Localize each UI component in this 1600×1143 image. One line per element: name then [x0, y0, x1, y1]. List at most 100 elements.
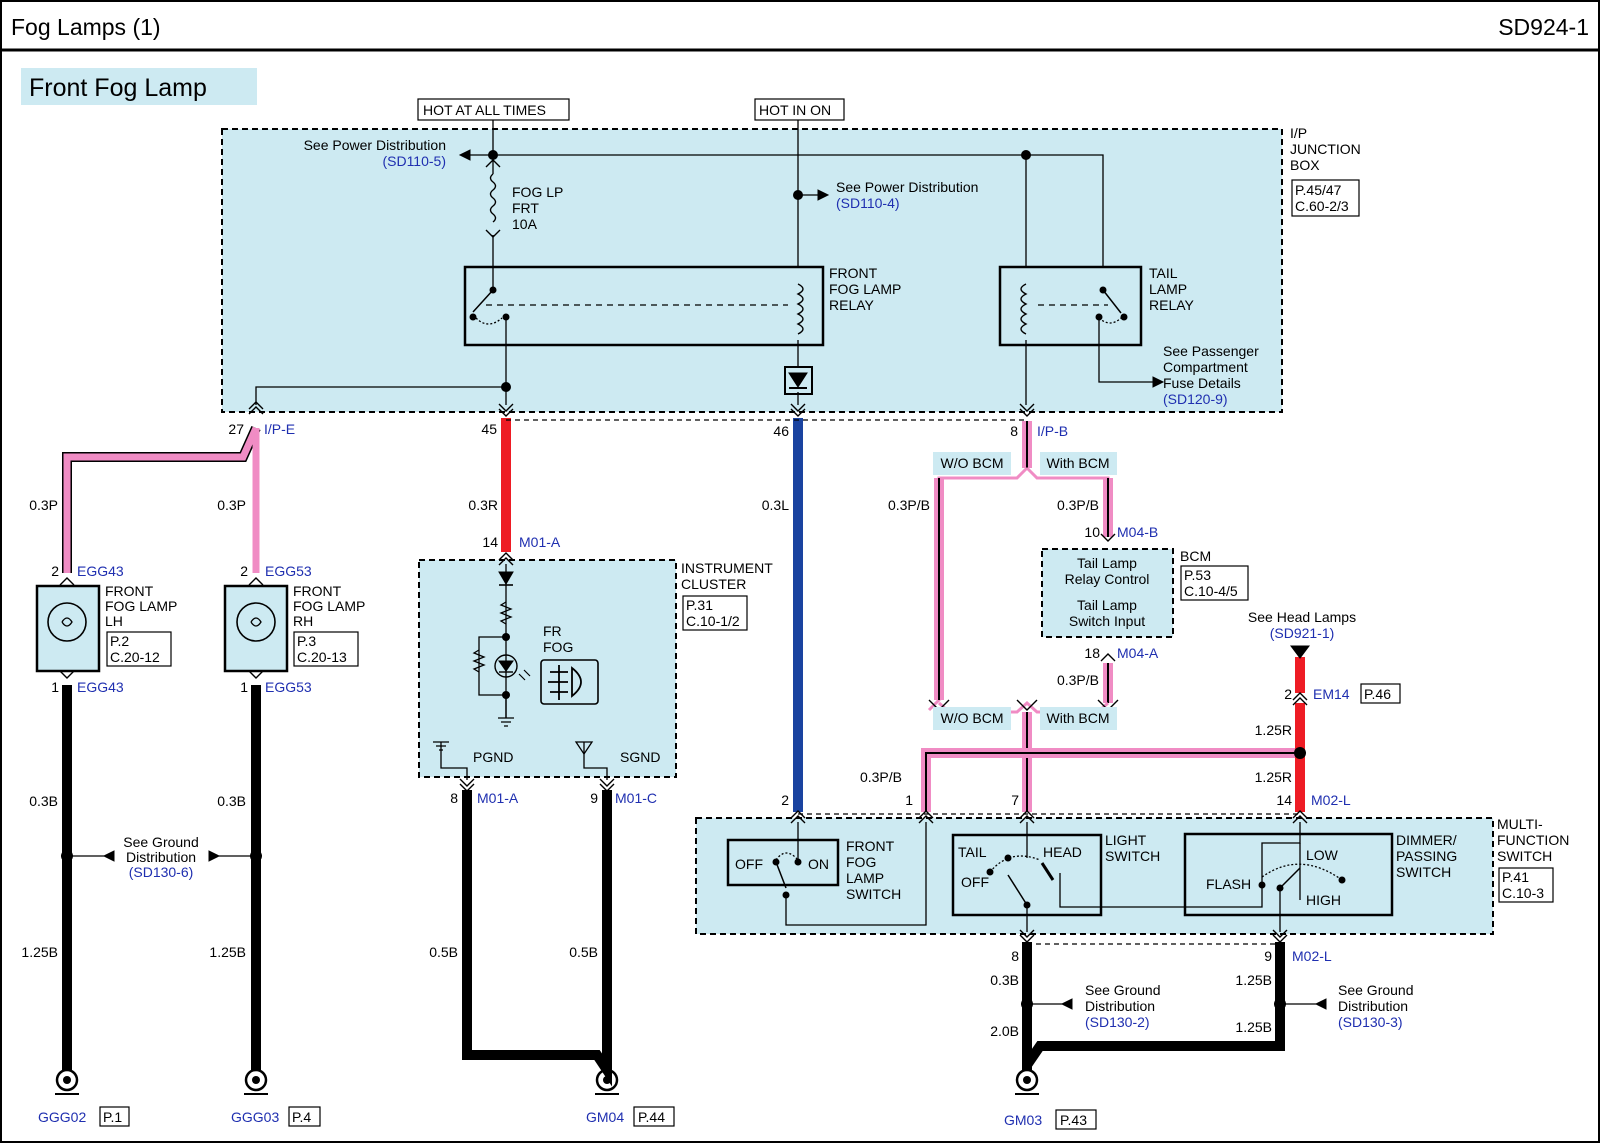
dot-gd2: [1274, 998, 1286, 1010]
dimmer-link: [1059, 873, 1263, 908]
wire-0.3P-fill: [63, 426, 260, 573]
mfs-ref-box: [1498, 867, 1554, 903]
pink-wires: [62, 421, 1300, 812]
light-switch-head-line: [1040, 862, 1055, 881]
mfs-label: FUNCTION: [1497, 832, 1569, 848]
dot-gd-lh: [61, 850, 73, 862]
pin-chevron: [1100, 533, 1116, 542]
jbox-label: JUNCTION: [1290, 141, 1361, 157]
light-off: OFF: [961, 874, 989, 890]
junction-dots: [61, 150, 1346, 1010]
fog-sw-off: OFF: [735, 856, 763, 872]
pd-left-arrow: [458, 149, 471, 161]
wire-pink-bus: [921, 748, 1300, 812]
pin-chevron: [498, 403, 514, 417]
bcm-pin-10: 10: [1084, 524, 1100, 540]
cluster-diode-icon: [498, 571, 514, 585]
pass-text: See Passenger: [1163, 343, 1259, 359]
bcm-internal: Switch Input: [1069, 613, 1145, 629]
relay-label: FOG LAMP: [829, 281, 901, 297]
dot-light-c: [1004, 854, 1012, 862]
cluster-resistor-icon: [499, 601, 513, 625]
pin-chevron: [498, 552, 514, 566]
dot-dim-a: [1258, 881, 1266, 889]
dot-hot-on: [793, 190, 803, 200]
cluster-led-tri: [498, 660, 514, 672]
gm03-ref-box: [1055, 1109, 1097, 1130]
bcm-label: BCM: [1180, 548, 1211, 564]
dimmer-label: SWITCH: [1396, 864, 1451, 880]
cluster-ground-icon: [498, 717, 514, 727]
dot-light-a: [986, 868, 994, 876]
wire-label: 0.5B: [429, 944, 458, 960]
dimmer-flash: FLASH: [1206, 876, 1251, 892]
ground-ref: P.4: [292, 1109, 311, 1125]
ground-gm03-icon: [1015, 1068, 1039, 1095]
cluster-pin-14: 14: [482, 534, 498, 550]
wire-label: 0.3B: [29, 793, 58, 809]
ground-ref: P.43: [1060, 1112, 1087, 1128]
pin-chevron: [790, 403, 806, 417]
light-sw-label: SWITCH: [1105, 848, 1160, 864]
tlr-switch-arc: [1098, 317, 1122, 324]
wire-label: 0.3R: [468, 497, 498, 513]
dimmer-arm: [1279, 867, 1301, 889]
pgnd-icon: [433, 741, 449, 751]
fog-sw-out: [785, 822, 927, 926]
dot-relay-out: [501, 382, 511, 392]
wo-bcm-tag-bot: [933, 707, 1011, 730]
ffr-coil: [796, 283, 804, 335]
rh-label: FOG LAMP: [293, 598, 365, 614]
pin-chevron: [1100, 653, 1116, 662]
cluster-ref: P.31: [686, 597, 713, 613]
light-switch: [951, 833, 1103, 917]
bcm-pin-18: 18: [1084, 645, 1100, 661]
fog-sw-on: ON: [808, 856, 829, 872]
bcm-conn-10: M04-B: [1117, 524, 1158, 540]
with-bcm-tag-top: [1040, 452, 1117, 475]
lh-conn-bot: EGG43: [77, 679, 124, 695]
dimmer-label: PASSING: [1396, 848, 1457, 864]
pgnd-wire: [440, 742, 468, 780]
pass-text: Fuse Details: [1163, 375, 1241, 391]
rh-ref: C.20-13: [297, 649, 347, 665]
wire-label: 0.3B: [217, 793, 246, 809]
cluster-ref: C.10-1/2: [686, 613, 740, 629]
rh-pin-bot: 1: [240, 679, 248, 695]
head-lamps-ref: (SD921-1): [1270, 625, 1335, 641]
gd-ref: (SD130-6): [129, 864, 194, 880]
dot-cluster-1: [502, 633, 510, 641]
wire-label: 1.25B: [1235, 1019, 1272, 1035]
dimmer-passing-switch: [1183, 832, 1394, 917]
ground-ref: P.1: [103, 1109, 122, 1125]
fuse-label: 10A: [512, 216, 538, 232]
pin-8-ipb: 8: [1010, 423, 1018, 439]
relay-label: FRONT: [829, 265, 878, 281]
wire-1.25B-mfs: [1022, 942, 1285, 1068]
head-lamps-arrow: [1290, 645, 1310, 659]
dot-tail-c: [1120, 313, 1128, 321]
jbox-label: BOX: [1290, 157, 1320, 173]
wire-label: 0.3P/B: [1057, 672, 1099, 688]
label-boxes: [99, 98, 1554, 1130]
wire-label: 2.0B: [990, 1023, 1019, 1039]
gd2-ref: (SD130-3): [1338, 1014, 1403, 1030]
wire-label: 1.25B: [209, 944, 246, 960]
pin-chevron: [248, 401, 264, 415]
conn-ipe: I/P-E: [264, 421, 295, 437]
gd-text: See Ground: [123, 834, 199, 850]
gd1-text: Distribution: [1085, 998, 1155, 1014]
wire-label: 0.3P/B: [888, 497, 930, 513]
mfs-label: MULTI-: [1497, 816, 1543, 832]
dot-fog-sw-c: [782, 891, 790, 899]
rh-ref-box: [293, 631, 359, 667]
mfs-conn-9: M02-L: [1292, 948, 1332, 964]
dot-fuse-top: [488, 150, 498, 160]
instrument-cluster-box: [418, 559, 677, 778]
lh-conn-top: EGG43: [77, 563, 124, 579]
cluster-pin-8: 8: [450, 790, 458, 806]
grounds: [55, 1068, 1039, 1095]
ground-gm04-icon: [595, 1068, 619, 1095]
tlr-coil: [1020, 283, 1028, 335]
bcm-internal: Tail Lamp: [1077, 597, 1137, 613]
